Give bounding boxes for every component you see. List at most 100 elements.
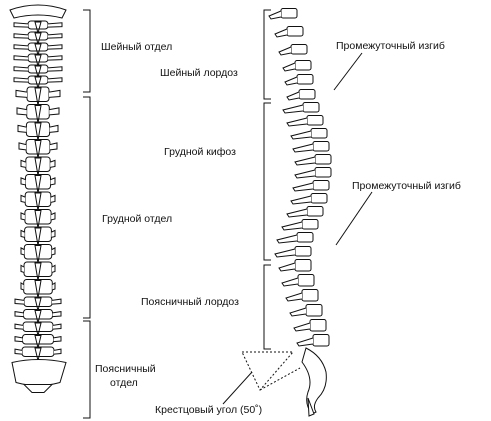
side-vertebra [281,274,315,287]
vertebra-body [24,226,52,242]
spinous-process [290,195,312,205]
transverse-process-left [20,247,25,256]
front-vertebra [20,174,56,194]
side-vertebra [284,74,314,86]
front-vertebra [20,191,56,211]
spinous-process [34,157,42,176]
front-vertebra [20,261,56,281]
transverse-process-left [14,348,23,355]
side-vertebra [282,102,320,114]
transverse-process-left [13,66,29,72]
front-vertebra [13,42,63,57]
front-vertebra [13,20,63,35]
lower-transition-pointer [335,191,373,246]
vertebra-body [296,232,314,243]
lumbar-bracket [83,320,91,419]
front-vertebra [14,346,62,361]
vertebra-body [306,206,324,217]
side-vertebra [289,304,323,317]
side-vertebra [294,154,332,166]
spinous-process [34,87,42,106]
upper-transition-label: Промежуточный изгиб [336,40,445,52]
front-vertebra [14,296,62,311]
side-vertebra [268,8,298,20]
front-vertebra [14,321,62,336]
spinous-process [34,76,42,90]
vertebra-body [24,191,52,207]
transverse-process-left [16,107,27,116]
vertebra-body [310,193,328,204]
transverse-process-right [51,229,56,238]
transverse-process-left [20,177,26,186]
vertebra-body [302,102,320,113]
transverse-process-right [52,281,56,291]
front-vertebra [16,104,60,124]
transverse-process-left [18,142,27,151]
spinous-process [34,335,42,349]
spinous-process [286,117,308,127]
spinous-process [34,32,42,46]
transverse-process-right [47,77,63,83]
spinous-process [34,140,42,159]
spinous-process [274,248,296,258]
vertebra-body [26,86,50,102]
spinous-process [296,337,314,347]
vertebra-body [312,141,330,152]
spinous-process [274,28,288,38]
transverse-process-left [14,323,24,330]
vertebra-body [23,244,53,260]
front-vertebra [14,309,62,324]
cervical-section-label: Шейный отдел [101,41,173,53]
sacral-angle-label: Крестцовый угол (50˚) [155,404,263,416]
lumbar-section-label-line2: отдел [110,377,138,389]
transverse-process-left [20,194,26,203]
side-vertebra [296,334,330,347]
transverse-process-left [13,22,29,28]
vertebra-body [305,304,323,317]
front-vertebra [17,121,59,141]
transverse-process-left [13,77,29,83]
spinous-process [34,21,42,35]
side-vertebra [282,60,312,72]
spinous-process [34,43,42,57]
side-vertebra [286,89,316,101]
spinous-process [290,130,312,140]
vertebra-body [25,156,51,172]
spinous-process [282,62,296,72]
spinous-process [294,169,316,179]
sacral-angle-pointer [222,371,253,405]
transverse-process-right [49,124,59,133]
cervical-lordosis-bracket [263,9,271,100]
vertebra-body [298,89,316,100]
spinous-process [34,227,42,246]
transverse-process-right [52,323,62,330]
transverse-process-right [52,311,62,318]
spinous-process [292,182,314,192]
transverse-process-right [50,194,56,203]
transverse-process-right [53,348,62,355]
front-vertebra [20,279,56,299]
spinous-process [34,310,42,324]
spinous-process [34,322,42,336]
side-vertebra [274,246,312,258]
thoracic-section-label: Грудной отдел [102,213,173,225]
spinous-process [34,210,42,229]
vertebra-body [297,274,315,287]
front-vertebra [20,209,56,229]
side-vertebra [276,232,314,244]
vertebra-body [310,128,328,139]
vertebra-body [23,279,53,295]
transverse-process-left [20,281,24,291]
spinous-process [34,245,42,264]
transverse-process-left [20,229,25,238]
spinous-process [34,105,42,124]
transverse-process-left [15,89,28,98]
transverse-process-right [51,264,56,273]
spinous-process [294,156,316,166]
side-vertebra [286,115,324,127]
sacrum-side [301,347,327,415]
vertebra-body [312,180,330,191]
upper-transition-pointer [333,52,363,91]
front-vertebra [20,226,56,246]
